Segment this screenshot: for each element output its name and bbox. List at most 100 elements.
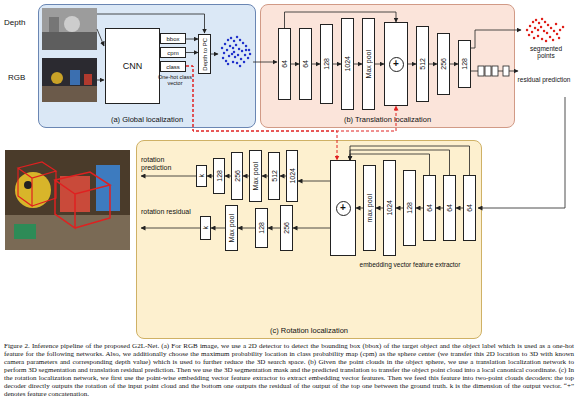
rgb-image [42, 58, 97, 102]
annotation-label: One-hot class vector [158, 74, 192, 87]
layer-box: 512 [268, 152, 280, 200]
concat-box: + [384, 22, 408, 106]
layer-size: 256 [234, 170, 241, 182]
input-wire [97, 80, 104, 81]
layer-size: 1024 [344, 56, 351, 72]
data-flow-arrow [225, 176, 231, 177]
layer-box: max pool [363, 165, 376, 251]
layer-size: 256 [440, 58, 447, 70]
depth-image-floor [42, 32, 97, 50]
concat-symbol: + [336, 201, 351, 216]
point-cloud [222, 37, 250, 66]
point-cloud [527, 19, 563, 41]
data-flow-arrow [207, 176, 213, 177]
layer-size: 128 [216, 170, 223, 182]
layer-size: 128 [323, 58, 330, 70]
data-flow-arrow [291, 64, 299, 65]
fc-cell [503, 66, 509, 76]
output-box: bbox [160, 33, 186, 44]
layer-size: 128 [258, 222, 265, 234]
layer-box: 64 [463, 175, 476, 241]
layer-box: Max pool [225, 205, 238, 251]
annotation-label: segmented points [523, 45, 569, 60]
pc-wire [253, 62, 277, 63]
output-box: class [160, 61, 186, 72]
fc-cell [478, 66, 484, 76]
layer-size: 64 [281, 60, 288, 68]
rgb-image-object [70, 70, 80, 85]
output-wire [141, 228, 200, 229]
layer-box: k [196, 165, 207, 187]
depth-image-object [64, 16, 80, 32]
layer-size: 128 [461, 58, 468, 70]
layer-box: Max pool [249, 150, 262, 202]
layer-box: 64 [443, 175, 456, 241]
data-flow-arrow [350, 146, 470, 175]
layer-size: 64 [426, 204, 433, 212]
data-flow-arrow [186, 39, 198, 40]
segmentation-wire [471, 30, 521, 48]
cnn-box: CNN [105, 28, 160, 104]
data-flow-arrow [376, 208, 383, 209]
box-text: Depth to PC [202, 38, 208, 71]
data-flow-arrow [243, 176, 249, 177]
rgb-image-table [42, 86, 97, 102]
output-wire [141, 176, 196, 177]
layer-box: 512 [416, 26, 429, 102]
layer-box: 256 [231, 152, 243, 200]
data-flow-arrow [333, 64, 341, 65]
rgb-image-object [51, 72, 63, 84]
result-photo-object [14, 224, 36, 239]
concat-symbol: + [389, 57, 404, 72]
concat-box: + [330, 160, 356, 256]
data-flow-arrow [350, 154, 430, 175]
output-box: cpm [160, 47, 186, 58]
layer-box: 64 [299, 28, 312, 100]
data-flow-arrow [262, 176, 268, 177]
data-flow-arrow [238, 228, 255, 229]
pc-wire [211, 54, 218, 55]
layer-box: 128 [403, 170, 416, 246]
annotation-label: rotation residual [141, 208, 193, 216]
data-flow-arrow [211, 228, 225, 229]
fc-cell [492, 66, 498, 76]
class-vector-connector [186, 66, 396, 131]
data-flow-arrow [285, 12, 397, 28]
fc-cell [485, 66, 491, 76]
data-flow-arrow [186, 52, 198, 53]
layer-box: 256 [437, 33, 450, 95]
data-flow-arrow [350, 150, 450, 175]
residual-wire [509, 71, 518, 72]
data-flow-arrow [293, 228, 330, 229]
layer-box: 1024 [383, 160, 396, 256]
depth-image [42, 8, 97, 50]
residual-wire [498, 71, 503, 72]
stage-panel: (b) Translation localization64641281024M… [260, 4, 515, 128]
data-flow-arrow [416, 208, 423, 209]
layer-size: 64 [466, 204, 473, 212]
layer-size: 64 [302, 60, 309, 68]
canonical-wire [478, 97, 565, 208]
pose-box [18, 162, 56, 206]
layer-box: 256 [280, 205, 293, 251]
layer-size: 64 [446, 204, 453, 212]
panel-heading: (a) Global localization [39, 115, 255, 124]
data-flow-arrow [268, 228, 280, 229]
data-flow-arrow [354, 64, 362, 65]
stage-panel: (c) Rotation localizationk128256Max pool… [136, 140, 482, 339]
layer-size: Max pool [252, 162, 259, 190]
data-flow-arrow [429, 64, 437, 65]
data-flow-arrow [408, 64, 416, 65]
class-vector-connector [186, 66, 337, 160]
residual-wire [471, 71, 478, 72]
annotation-label: residual prediction [517, 76, 571, 83]
data-flow-arrow [436, 208, 443, 209]
rgb-image-object [84, 74, 92, 85]
box-text: CNN [123, 61, 143, 71]
data-flow-arrow [375, 64, 384, 65]
layer-size: 512 [271, 170, 278, 182]
annotation-label: RGB [8, 73, 36, 82]
